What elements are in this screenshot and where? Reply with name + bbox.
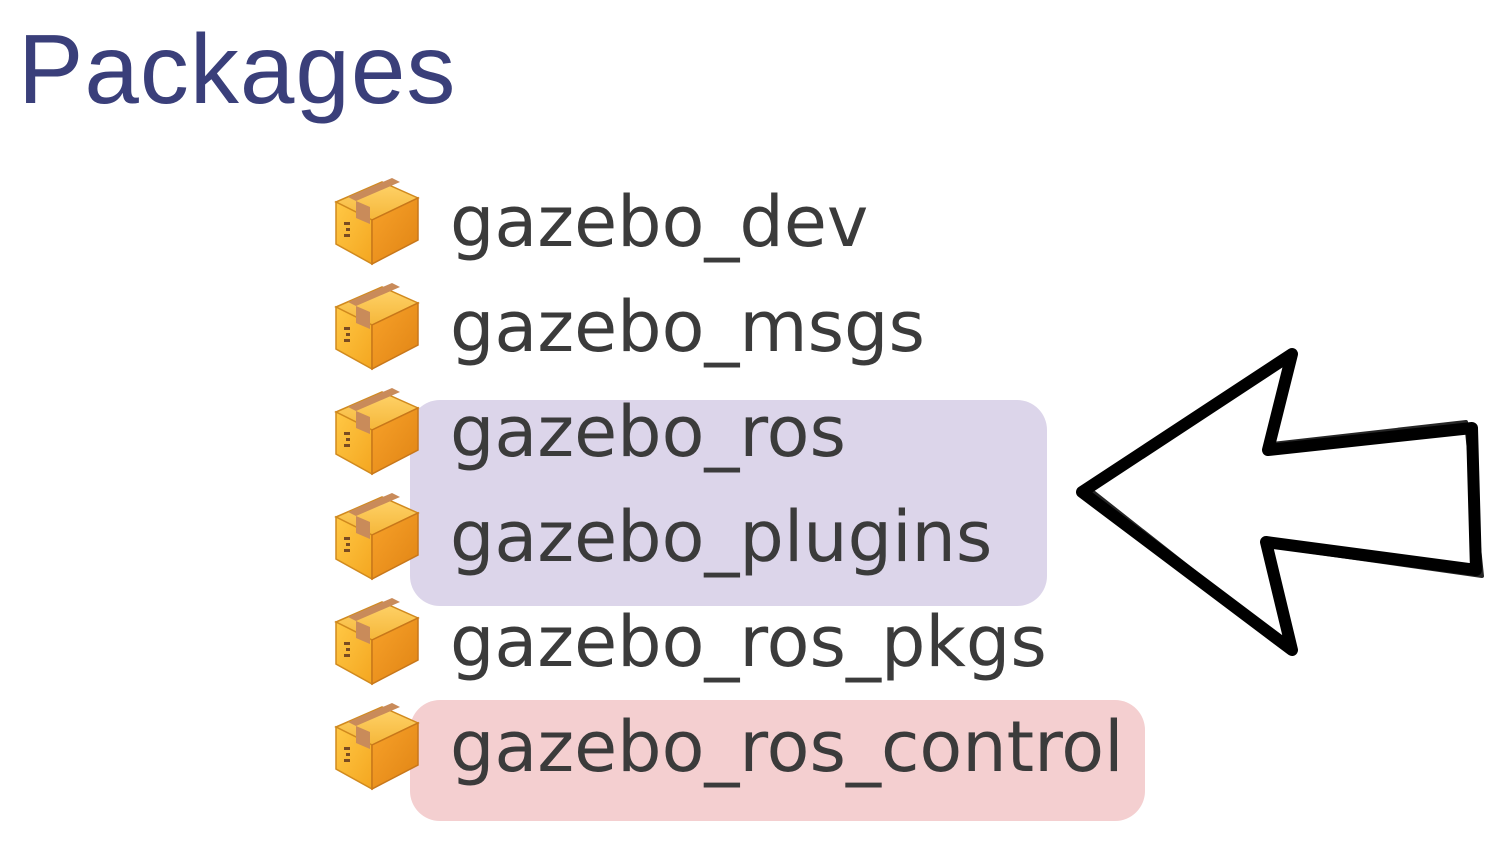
package-label: gazebo_ros_control: [450, 706, 1124, 788]
highlight-ros-control: [410, 700, 1145, 821]
package-label: gazebo_msgs: [450, 286, 925, 368]
package-box-icon: [330, 701, 422, 793]
highlight-group-ros-plugins: [410, 400, 1047, 606]
package-box-icon: [330, 281, 422, 373]
arrow-left-icon: [1076, 348, 1484, 656]
list-item: gazebo_msgs: [330, 275, 925, 379]
package-box-icon: [330, 596, 422, 688]
package-box-icon: [330, 176, 422, 268]
package-label: gazebo_ros_pkgs: [450, 601, 1047, 683]
package-box-icon: [330, 491, 422, 583]
page-title: Packages: [18, 14, 457, 124]
list-item: gazebo_plugins: [330, 485, 992, 589]
package-box-icon: [330, 386, 422, 478]
list-item: gazebo_dev: [330, 170, 868, 274]
list-item: gazebo_ros_pkgs: [330, 590, 1047, 694]
list-item: gazebo_ros: [330, 380, 846, 484]
package-label: gazebo_dev: [450, 181, 869, 263]
package-label: gazebo_plugins: [450, 496, 993, 578]
list-item: gazebo_ros_control: [330, 695, 1124, 799]
package-label: gazebo_ros: [450, 391, 846, 473]
